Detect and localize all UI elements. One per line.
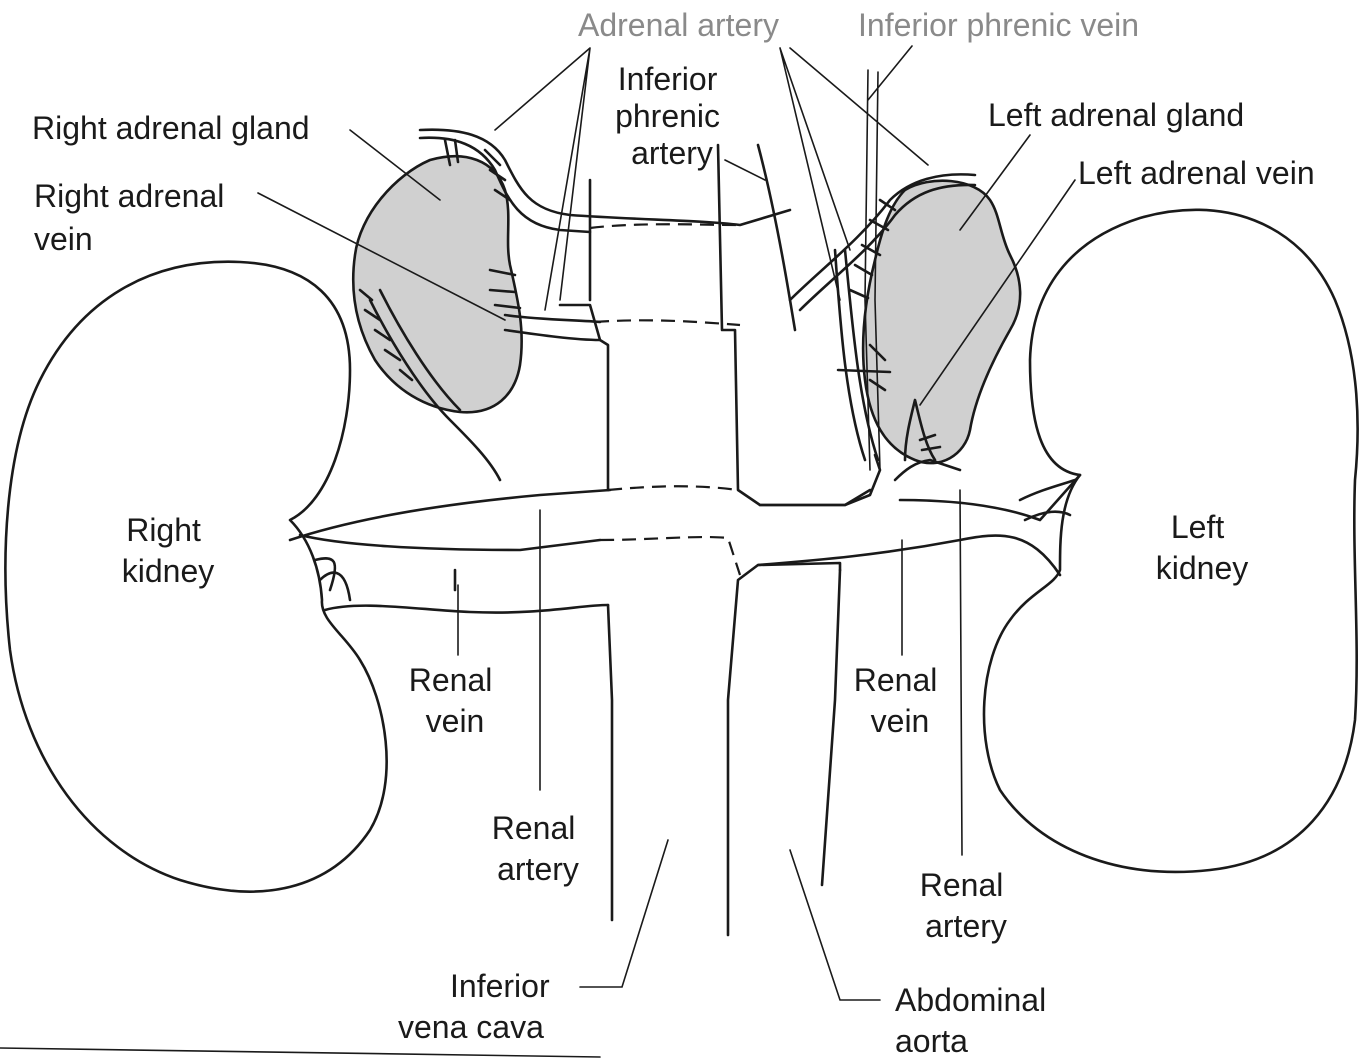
right-renal-vein-lower (325, 605, 608, 613)
left-renal-vein-bottom (758, 536, 1060, 575)
leader-aorta (790, 850, 880, 1000)
left-adrenal-gland (863, 181, 1020, 463)
label-left-adrenal-gland: Left adrenal gland (988, 97, 1244, 133)
leader-ivc (580, 840, 668, 987)
ivc-right-wall-top (560, 305, 608, 490)
label-right-adrenal-vein: Right adrenal vein (34, 178, 233, 257)
aorta-right-wall-lower (822, 570, 840, 885)
dashed-vessel-4 (600, 537, 740, 575)
label-right-adrenal-gland: Right adrenal gland (32, 110, 310, 146)
label-inferior-phrenic-vein: Inferior phrenic vein (858, 7, 1139, 43)
label-renal-artery-left: Renal artery (920, 867, 1013, 944)
left-renal-artery (960, 490, 962, 855)
left-renal-vein-top-right (900, 475, 1080, 520)
label-right-kidney: Right kidney (122, 512, 215, 589)
right-renal-vein-upper (290, 490, 610, 540)
page-edge-line (0, 1048, 600, 1057)
leader-inferior-phrenic-vein (868, 46, 912, 100)
label-renal-vein-left: Renal vein (854, 662, 947, 739)
leader-inferior-phrenic-artery (725, 160, 765, 180)
right-renal-vein-branch1 (300, 535, 600, 550)
dashed-vessel-2 (595, 320, 740, 325)
label-inferior-vena-cava: Inferior vena cava (398, 968, 558, 1045)
label-inferior-phrenic-artery: Inferior phrenic artery (615, 61, 729, 171)
left-renal-vein-top (760, 455, 880, 505)
ivc-right-wall-lower (608, 605, 612, 920)
label-renal-vein-right: Renal vein (409, 662, 502, 739)
left-phrenic-artery-trunk (758, 145, 795, 330)
label-abdominal-aorta: Abdominal aorta (895, 982, 1055, 1059)
label-adrenal-artery: Adrenal artery (578, 7, 779, 43)
label-renal-artery-right: Renal artery (492, 810, 585, 887)
right-adrenal-gland (353, 156, 521, 412)
label-left-kidney: Left kidney (1156, 509, 1249, 586)
label-left-adrenal-vein: Left adrenal vein (1078, 155, 1315, 191)
dashed-vessel-1 (590, 224, 740, 228)
dashed-vessel-3 (608, 486, 738, 490)
